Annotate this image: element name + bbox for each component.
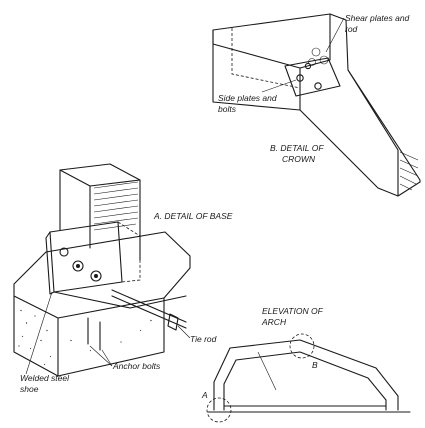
crown-bolt [314,82,322,90]
shoe-bolt [72,260,84,272]
crown-right-member-top [329,13,421,183]
post-top [59,163,141,187]
shoe-bolt-center [94,274,98,278]
crown-bolt [304,62,312,70]
crown-end-grain [399,151,419,191]
arch-outer [213,339,399,411]
label-shear-plates-1: Shear plates and [345,13,410,23]
leader-side-plates [261,79,297,93]
welded-shoe-plate [49,221,123,293]
label-side-plates-2: bolts [218,104,237,114]
anchor-bolts [87,317,101,351]
base-detail [13,163,191,377]
post-end-grain [93,181,139,231]
crown-hidden-lines [231,28,301,89]
tie-rod-end [167,313,179,331]
arch-inner [223,351,387,411]
welded-shoe-base [53,291,187,309]
concrete-block-front [57,297,165,377]
crown-left-member-side [212,29,301,111]
arch-elevation [206,333,411,423]
detail-marker-a-circle [206,397,232,423]
crown-shear-plate [311,47,321,57]
label-welded-shoe-2: shoe [20,384,39,394]
crown-right-member-edge [347,69,399,197]
label-elevation-1: ELEVATION OF [262,306,324,316]
label-welded-shoe-1: Welded steel [20,373,70,383]
concrete-block-left [13,295,59,377]
leader-welded-shoe [25,291,53,375]
leader-anchor-bolts [89,345,113,367]
label-elevation-2: ARCH [261,317,287,327]
label-marker-b: B [312,360,318,370]
concrete-stipple [18,309,153,366]
crown-shear-plate [308,58,316,66]
label-detail-crown-2: CROWN [282,154,316,164]
label-marker-a: A [201,390,208,400]
leader-shear-plates [325,17,345,53]
label-tie-rod: Tie rod [190,334,217,344]
leader-tie-rod [177,325,191,339]
label-shear-plates-2: rod [345,24,358,34]
shoe-bolt [59,247,69,257]
detail-marker-b-circle [289,333,315,359]
crown-detail [212,13,421,197]
shoe-bolt [90,270,102,282]
concrete-block-top [13,231,191,319]
label-detail-base: A. DETAIL OF BASE [153,211,233,221]
crown-bolt [296,74,304,82]
tie-rod-edge [111,295,187,329]
crown-left-member-top [212,13,331,69]
welded-shoe-edge [45,231,55,295]
crown-side-plate [284,57,341,97]
crown-shear-plate [319,55,329,65]
leader-arch-tie [257,351,277,391]
label-side-plates-1: Side plates and [218,93,277,103]
label-detail-crown-1: B. DETAIL OF [270,143,324,153]
shoe-bolt-center [76,264,80,268]
crown-right-member-bottom [299,109,421,197]
label-anchor-bolts: Anchor bolts [112,361,161,371]
tie-rod [111,289,187,323]
